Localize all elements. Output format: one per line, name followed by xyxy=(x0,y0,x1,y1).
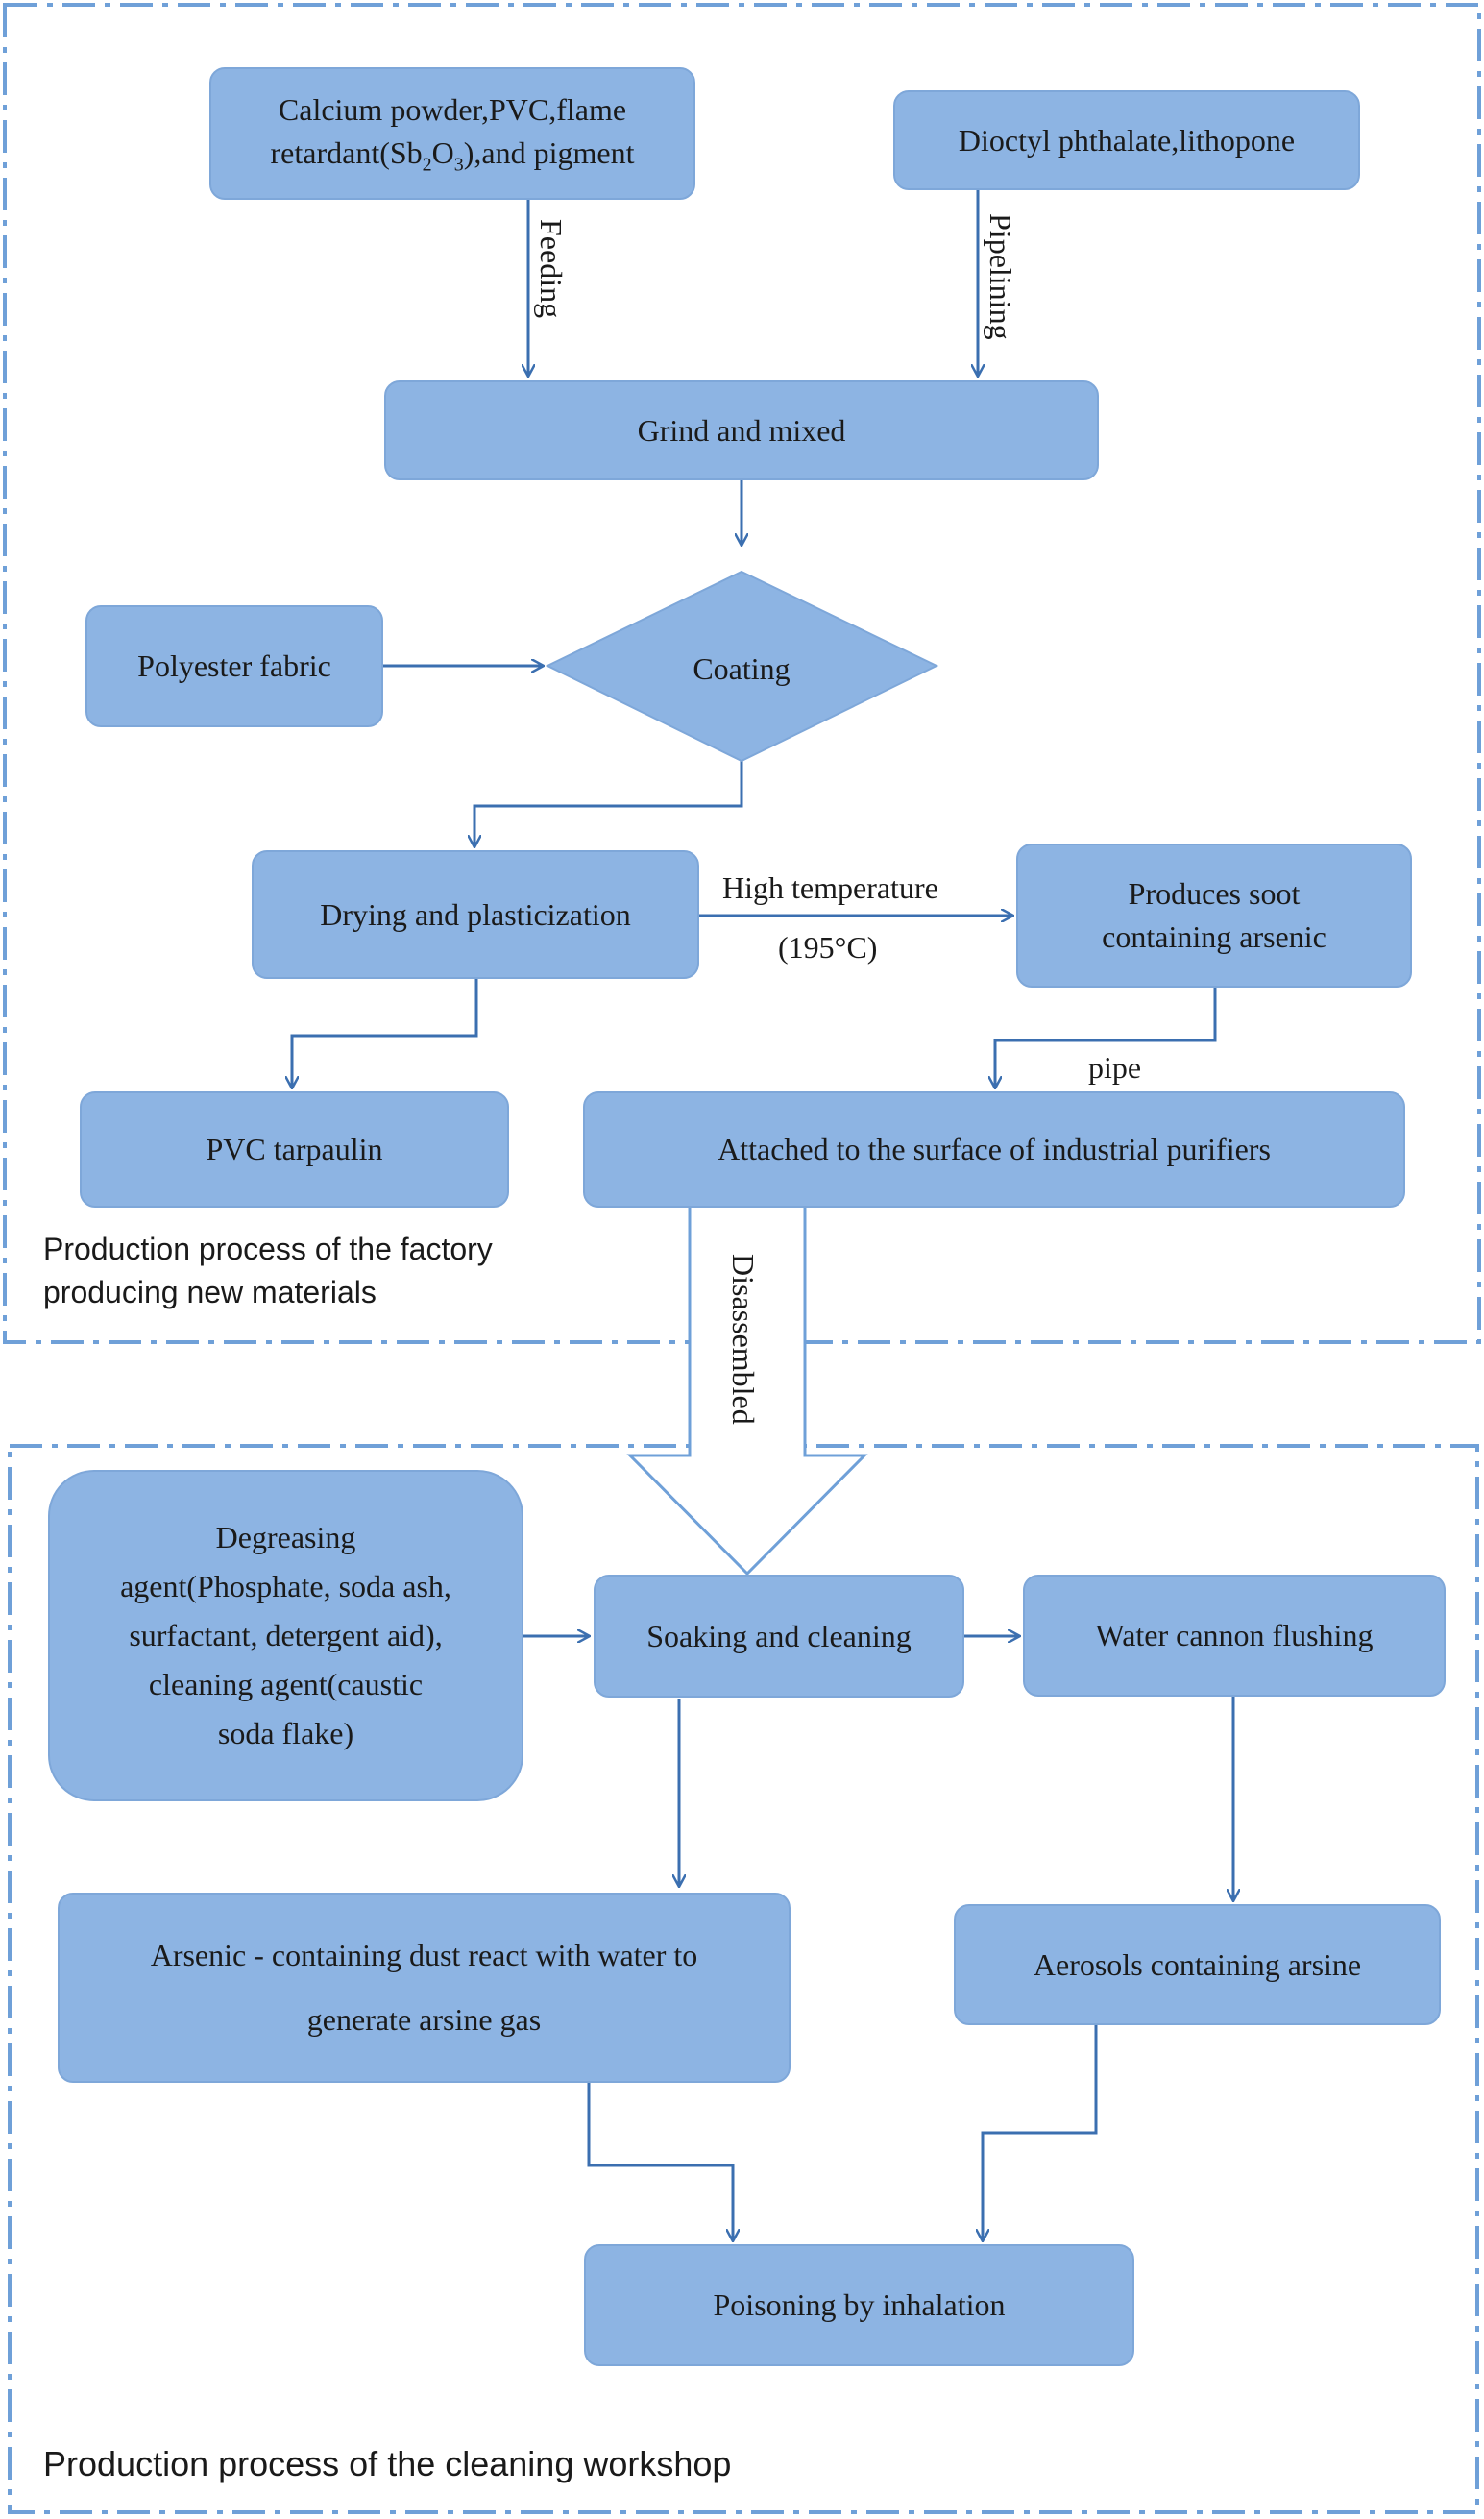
pipelining-label: Pipelining xyxy=(984,213,1018,340)
grind-box: Grind and mixed xyxy=(384,380,1099,480)
coating-to-drying-arrow xyxy=(474,761,743,847)
attached-box: Attached to the surface of industrial pu… xyxy=(583,1091,1405,1208)
soaking-box: Soaking and cleaning xyxy=(594,1575,964,1698)
water-cannon-box: Water cannon flushing xyxy=(1023,1575,1446,1697)
soot-box: Produces soot containing arsenic xyxy=(1016,844,1412,988)
aerosols-to-poisoning-arrow xyxy=(983,2025,1098,2241)
coating-label: Coating xyxy=(693,651,791,686)
poisoning-box: Poisoning by inhalation xyxy=(584,2244,1134,2366)
raw-materials-line1: Calcium powder,PVC,flame xyxy=(278,92,627,128)
aerosols-box: Aerosols containing arsine xyxy=(954,1904,1441,2025)
cleaning-section-caption: Production process of the cleaning works… xyxy=(43,2444,732,2483)
raw-materials-box: Calcium powder,PVC,flame retardant(Sb2O3… xyxy=(209,67,695,200)
drying-box: Drying and plasticization xyxy=(252,850,699,979)
raw-materials-line2: retardant(Sb2O3),and pigment xyxy=(270,135,635,176)
drying-to-pvc-arrow xyxy=(292,979,478,1088)
disassembled-label: Disassembled xyxy=(726,1254,761,1425)
high-temp-label-line2: (195°C) xyxy=(778,930,878,965)
polyester-box: Polyester fabric xyxy=(85,605,383,727)
pipe-label: pipe xyxy=(1088,1050,1142,1085)
soot-to-attached-arrow xyxy=(995,988,1217,1088)
factory-section-caption: Production process of the factory produc… xyxy=(43,1232,493,1309)
coating-diamond xyxy=(545,570,939,763)
pvc-box: PVC tarpaulin xyxy=(80,1091,509,1208)
dioctyl-box: Dioctyl phthalate,lithopone xyxy=(893,90,1360,190)
feeding-label: Feeding xyxy=(534,219,569,319)
high-temp-label-line1: High temperature xyxy=(722,870,938,905)
degreasing-box: Degreasing agent(Phosphate, soda ash, su… xyxy=(48,1470,523,1801)
arsenic-dust-box: Arsenic - containing dust react with wat… xyxy=(58,1893,791,2083)
disassembled-hollow-arrow xyxy=(626,1208,868,1577)
arsenic-to-poisoning-arrow xyxy=(587,2083,733,2241)
factory-section-border xyxy=(3,3,1481,1344)
